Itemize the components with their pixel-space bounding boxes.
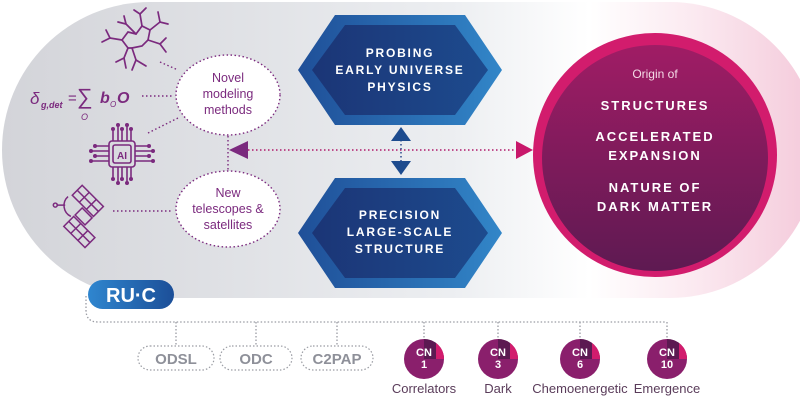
hexagon-top-line-3: PHYSICS xyxy=(367,80,432,94)
formula-b-subscript: O xyxy=(110,100,116,109)
hexagon-top-line-2: EARLY UNIVERSE xyxy=(335,63,464,77)
formula-b: b xyxy=(100,90,110,107)
tree-lines xyxy=(85,296,668,346)
hexagon-top-line-1: PROBING xyxy=(366,46,435,60)
cn-badge-10-prefix: CN xyxy=(659,347,675,359)
lab-pill-odsl: ODSL xyxy=(137,345,215,371)
cn-badge-6: CN 6 xyxy=(560,339,600,379)
hexagon-bottom-line-3: STRUCTURE xyxy=(355,242,445,256)
cn-badge-1-label: Correlators xyxy=(392,381,457,396)
cn-badge-10: CN 10 xyxy=(647,339,687,379)
cn-badge-3-label: Dark xyxy=(484,381,512,396)
arrow-left-icon xyxy=(229,141,248,159)
formula-operator: O xyxy=(117,90,130,107)
origin-item-accelerated-line-1: ACCELERATED xyxy=(595,129,714,144)
cn-badge-10-label: Emergence xyxy=(634,381,700,396)
bubble-telescopes-line-1: New xyxy=(215,186,241,200)
formula-equals: = xyxy=(68,90,77,107)
cn-badge-3: CN 3 xyxy=(478,339,518,379)
hexagon-bottom-line-1: PRECISION xyxy=(359,208,441,222)
bubble-novel-line-2: modeling xyxy=(203,87,254,101)
ai-chip-label: AI xyxy=(117,151,127,162)
bubble-telescopes-line-2: telescopes & xyxy=(192,202,264,216)
cn-badge-10-number: 10 xyxy=(661,359,673,371)
ruc-badge: RU·C xyxy=(88,280,174,309)
origin-item-dark-matter-line-2: DARK MATTER xyxy=(597,199,713,214)
lab-pill-odc: ODC xyxy=(219,345,293,371)
ai-chip-icon xyxy=(89,123,155,185)
formula-sum-subscript: O xyxy=(81,112,88,122)
bubble-telescopes-line-3: satellites xyxy=(204,218,253,232)
bubble-novel-methods: Novel modeling methods xyxy=(175,54,281,136)
lab-pill-c2pap-label: C2PAP xyxy=(313,351,362,368)
origin-item-structures: STRUCTURES xyxy=(601,98,710,113)
bubble-novel-line-3: methods xyxy=(204,103,252,117)
cn-badge-1-prefix: CN xyxy=(416,347,432,359)
cn-badge-3-number: 3 xyxy=(495,359,501,371)
lab-pill-c2pap: C2PAP xyxy=(300,345,374,371)
cn-badge-6-number: 6 xyxy=(577,359,583,371)
cn-badge-6-label: Chemoenergetic xyxy=(532,381,628,396)
ruc-badge-label: RU·C xyxy=(106,285,156,307)
formula-delta: δ xyxy=(30,89,40,108)
arrow-down-icon xyxy=(391,161,411,175)
cn-badge-3-prefix: CN xyxy=(490,347,506,359)
satellite-icon xyxy=(52,184,105,249)
origin-item-accelerated-line-2: EXPANSION xyxy=(608,148,702,163)
origin-item-dark-matter-line-1: NATURE OF xyxy=(609,180,702,195)
arrow-up-icon xyxy=(391,127,411,141)
bubble-novel-line-1: Novel xyxy=(212,71,244,85)
bias-expansion-formula: δ g,det = ∑ O b O O xyxy=(30,84,130,122)
lab-pill-odsl-label: ODSL xyxy=(155,351,197,368)
lab-pill-odc-label: ODC xyxy=(239,351,273,368)
cn-badge-6-prefix: CN xyxy=(572,347,588,359)
formula-sum: ∑ xyxy=(77,84,93,109)
hexagon-early-universe: PROBING EARLY UNIVERSE PHYSICS xyxy=(298,15,502,125)
origin-intro: Origin of xyxy=(632,67,678,81)
network-icon xyxy=(101,7,169,71)
origin-circle: Origin of STRUCTURES ACCELERATED EXPANSI… xyxy=(533,33,777,277)
bubble-telescopes: New telescopes & satellites xyxy=(175,170,281,248)
arrow-right-icon xyxy=(516,141,533,159)
cn-badge-1: CN 1 xyxy=(404,339,444,379)
hexagon-large-scale-structure: PRECISION LARGE-SCALE STRUCTURE xyxy=(298,178,502,288)
connector-lines xyxy=(113,61,515,212)
cn-badge-1-number: 1 xyxy=(421,359,427,371)
formula-delta-subscript: g,det xyxy=(40,100,64,110)
hexagon-bottom-line-2: LARGE-SCALE xyxy=(347,225,453,239)
